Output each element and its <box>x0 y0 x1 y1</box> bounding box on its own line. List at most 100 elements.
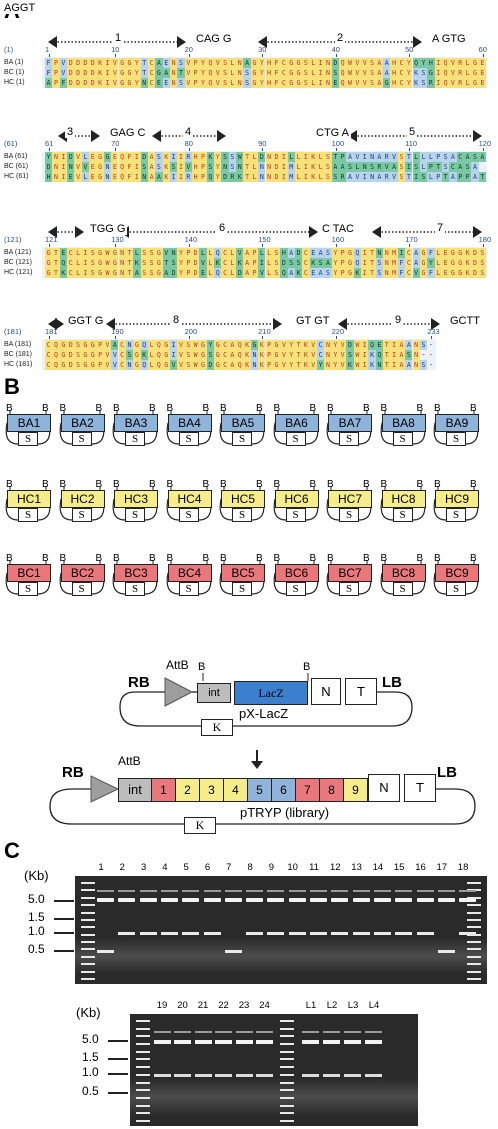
codon-label: GGT G <box>66 315 106 327</box>
residue: N <box>118 258 126 268</box>
residue: G <box>287 78 295 88</box>
gel-glow <box>75 938 487 974</box>
residue: H <box>390 78 398 88</box>
residue: N <box>250 360 259 370</box>
plasmid-band <box>118 898 136 902</box>
ladder-band <box>136 1035 150 1038</box>
residue: T <box>368 268 376 278</box>
residue: N <box>324 68 332 78</box>
residue: P <box>52 68 60 78</box>
residue: F <box>125 172 134 182</box>
insert-band <box>160 932 178 935</box>
b-site-label: B <box>149 403 156 414</box>
ladder-band <box>136 1027 150 1030</box>
ruler-tick: 30 <box>258 45 267 54</box>
panel-b-letter: B <box>4 374 20 399</box>
residue: L <box>206 258 215 268</box>
lane-label: 23 <box>238 1000 250 1011</box>
insert-band <box>174 1074 191 1077</box>
s-box: S <box>339 432 359 446</box>
residue: F <box>397 268 406 278</box>
gel-glow <box>130 1078 418 1116</box>
plasmid-band <box>160 898 178 902</box>
rb-label: RB <box>62 764 84 781</box>
residue: G <box>81 350 90 360</box>
down-arrow-icon <box>251 750 263 769</box>
residue: I <box>280 152 288 162</box>
sequence-row-label: BC (61) <box>4 163 29 170</box>
residue: V <box>361 58 369 68</box>
residue: C <box>221 268 229 278</box>
residue: D <box>331 58 339 68</box>
plasmid-band <box>310 898 327 902</box>
residue: S <box>89 268 97 278</box>
ruler-tick-mark <box>482 148 484 151</box>
module-label: HC2 <box>60 490 105 508</box>
residue: L <box>412 152 420 162</box>
residue: V <box>339 350 347 360</box>
residue: V <box>199 258 207 268</box>
plasmid-band <box>323 1040 340 1044</box>
lane-label: 16 <box>415 862 426 873</box>
ladder-band <box>136 1020 150 1022</box>
residue: S <box>324 172 332 182</box>
b-site-label: B <box>59 403 67 414</box>
residue: I <box>103 58 112 68</box>
residue: Q <box>206 172 215 182</box>
residue: P <box>339 152 347 162</box>
residue: P <box>199 152 207 162</box>
module-label: HC8 <box>381 490 426 508</box>
b-site-label: B <box>220 553 227 564</box>
residue: K <box>463 268 472 278</box>
px-lacz-vector: RB AttB B B int LacZ N T LB pX-LacZ K <box>0 652 498 742</box>
residue: G <box>45 268 53 278</box>
residue: S <box>169 162 178 172</box>
residue: G <box>155 258 163 268</box>
size-marker-label: 1.5 <box>28 910 45 924</box>
residue: C <box>147 58 156 68</box>
ruler-tick-mark <box>431 336 433 339</box>
residue: I <box>302 172 310 182</box>
residue: V <box>390 152 398 162</box>
residue: Y <box>316 360 325 370</box>
residue: I <box>133 172 141 182</box>
n-box: N <box>311 678 341 705</box>
residue: I <box>361 340 369 350</box>
residue: W <box>103 268 112 278</box>
residue: - <box>421 351 426 359</box>
size-marker-label: 1.5 <box>82 1050 99 1064</box>
s-box: S <box>71 582 92 596</box>
residue: Q <box>441 78 450 88</box>
ruler-tick-mark <box>409 244 411 247</box>
residue: I <box>405 162 413 172</box>
module-label: BC7 <box>328 564 372 582</box>
lane-label: L2 <box>326 1000 338 1011</box>
plasmid-band <box>195 1040 212 1044</box>
plasmid-band <box>267 898 285 902</box>
residue: Y <box>405 58 413 68</box>
plasmid-band-faint <box>118 890 136 892</box>
residue: K <box>236 172 244 182</box>
residue: L <box>81 172 90 182</box>
residue: G <box>155 248 163 258</box>
lane-label: 6 <box>204 862 211 873</box>
residue: L <box>265 258 273 268</box>
residue: D <box>346 340 354 350</box>
b-site-label: B <box>327 403 334 414</box>
ladder-band <box>280 1104 294 1107</box>
s-box: S <box>392 432 413 446</box>
ladder-band <box>467 882 481 884</box>
insert-band <box>154 1074 171 1077</box>
residue: P <box>192 58 200 68</box>
residue: Q <box>441 68 450 78</box>
residue: Q <box>155 360 163 370</box>
residue: R <box>456 68 464 78</box>
residue: N <box>236 162 244 172</box>
residue: K <box>236 258 244 268</box>
residue: A <box>228 360 237 370</box>
residue: G <box>96 162 104 172</box>
b-site-label: B <box>202 553 210 564</box>
gel1-unit-label: (Kb) <box>24 868 49 883</box>
residue: V <box>169 360 178 370</box>
